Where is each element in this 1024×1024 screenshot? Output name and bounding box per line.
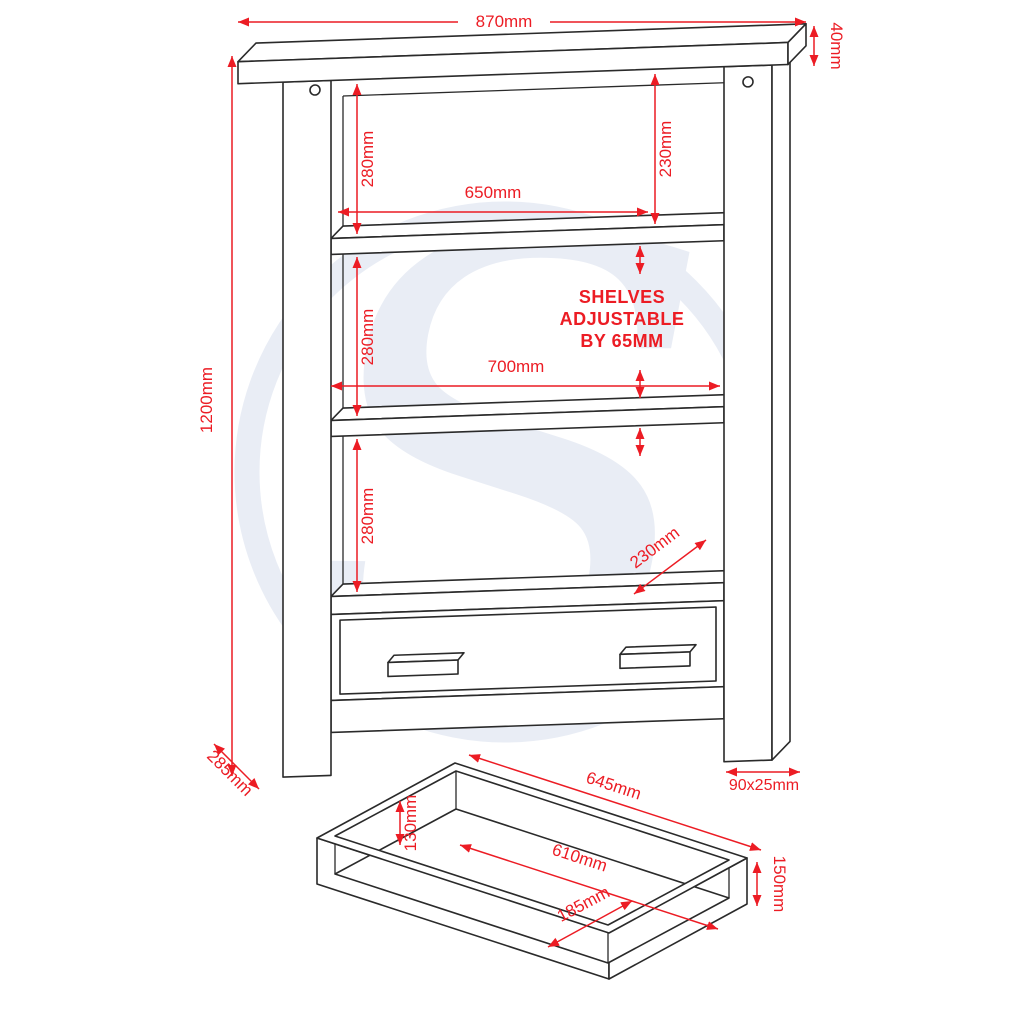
right-side-panel [723,64,773,763]
dim-label-drawer-side-height: 150mm [770,856,789,913]
right-side-panel-depth-face [771,45,791,761]
dim-label-overall-width: 870mm [476,12,533,31]
dim-label-upper-right: 230mm [656,121,675,178]
dim-label-bg-overall-width [458,12,550,32]
dim-label-upper-section: 280mm [358,131,377,188]
dim-label-shelf-width: 650mm [465,183,522,202]
dowel-hole-left [309,84,321,96]
shelves-note-line1: SHELVES [579,287,665,307]
top-board-end-face [787,23,807,66]
dim-label-middle-section: 280mm [358,309,377,366]
dim-line-drawer-inner-width [459,844,719,930]
dim-label-top-thickness: 40mm [827,22,846,69]
drawer-handle-right [619,651,691,670]
dim-line-overall-depth [213,743,260,790]
shelves-note-line3: BY 65MM [580,331,663,351]
left-side-panel [282,79,332,778]
dim-label-drawer-inner-height: 130mm [401,795,420,852]
dim-label-lower-section: 280mm [358,488,377,545]
bookcase-drawing [237,23,807,778]
dim-line-drawer-inner-depth [547,900,633,948]
back-panel-top-edge [343,82,724,97]
dim-label-overall-height: 1200mm [197,367,216,433]
dim-line-drawer-width [468,754,762,851]
shelves-note-line2: ADJUSTABLE [560,309,685,329]
dim-line-shelf-depth [633,539,707,595]
dim-label-inner-width: 700mm [488,357,545,376]
dim-label-overall-depth: 285mm [203,746,257,800]
dowel-hole-right [742,76,754,88]
drawer-handle-left [387,659,459,678]
dim-label-plinth: 90x25mm [729,777,799,794]
